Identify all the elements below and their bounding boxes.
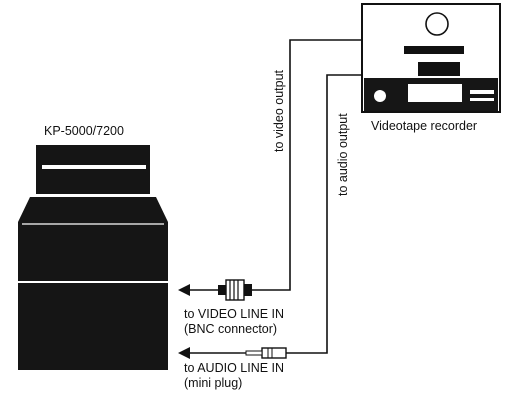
vcr-label: Videotape recorder: [371, 119, 478, 133]
vcr-window: [408, 84, 462, 102]
arrows: [178, 284, 240, 359]
audio-cable: [286, 74, 362, 354]
projection-tv-device: [18, 145, 168, 370]
video-connector-type-label: (BNC connector): [184, 322, 278, 336]
vcr-reel: [425, 12, 449, 36]
audio-line-in-label: to AUDIO LINE IN: [184, 361, 285, 375]
vcr-buttons: [470, 90, 494, 94]
tv-model-label: KP-5000/7200: [44, 124, 124, 138]
video-arrowhead-icon: [178, 284, 190, 296]
cables: [252, 39, 362, 354]
vcr-power-button: [374, 90, 386, 102]
audio-output-label: to audio output: [336, 113, 350, 196]
audio-arrowhead-icon: [178, 347, 190, 359]
vcr-cassette-slot: [418, 62, 460, 76]
tv-screen-housing: [18, 197, 168, 222]
videotape-recorder-device: [361, 3, 501, 113]
tv-cabinet: [18, 222, 168, 370]
mini-plug-icon: [240, 347, 287, 359]
video-output-label: to video output: [272, 69, 286, 152]
audio-connector-type-label: (mini plug): [184, 376, 243, 390]
vcr-top-bar: [404, 46, 464, 54]
bnc-connector-icon: [218, 279, 252, 301]
vcr-buttons-2: [470, 98, 494, 101]
tv-top-section: [36, 145, 150, 194]
video-cable: [252, 39, 362, 291]
video-line-in-label: to VIDEO LINE IN: [184, 307, 285, 321]
tv-top-stripe: [42, 165, 146, 169]
